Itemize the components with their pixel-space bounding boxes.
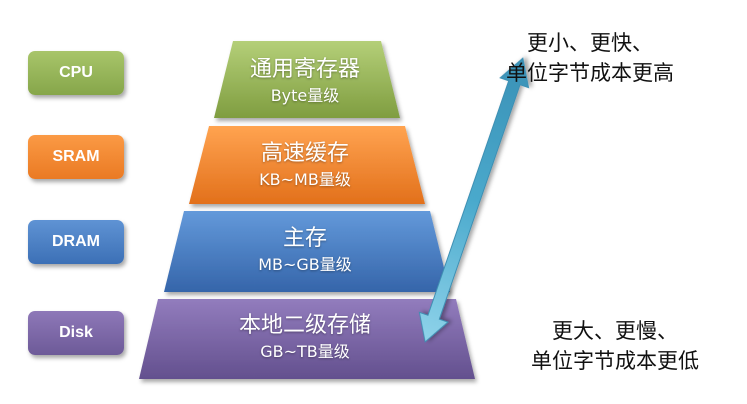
tier-cache: 高速缓存 KB~MB量级 xyxy=(205,141,405,190)
tier-disk-size: GB~TB量级 xyxy=(260,342,350,362)
note-bottom-line1: 更大、更慢、 xyxy=(552,319,678,343)
label-cpu: CPU xyxy=(28,51,124,95)
tier-disk-name: 本地二级存储 xyxy=(238,313,371,338)
tier-main-memory-size: MB~GB量级 xyxy=(258,255,352,275)
note-top: 更小、更快、 单位字节成本更高 xyxy=(470,28,710,88)
tier-cache-size: KB~MB量级 xyxy=(259,170,351,190)
note-top-line2: 单位字节成本更高 xyxy=(506,61,674,85)
label-dram: DRAM xyxy=(28,220,124,264)
label-sram: SRAM xyxy=(28,135,124,179)
tier-registers: 通用寄存器 Byte量级 xyxy=(225,57,385,106)
note-top-line1: 更小、更快、 xyxy=(527,31,653,55)
tier-registers-size: Byte量级 xyxy=(270,86,340,106)
tier-cache-shape xyxy=(189,126,425,204)
label-disk: Disk xyxy=(28,311,124,355)
tier-cache-name: 高速缓存 xyxy=(260,141,349,166)
note-bottom: 更大、更慢、 单位字节成本更低 xyxy=(490,316,740,376)
tier-main-memory: 主存 MB~GB量级 xyxy=(185,226,425,275)
tier-disk-shape xyxy=(139,299,475,379)
tier-main-memory-name: 主存 xyxy=(282,226,327,251)
double-arrow-icon xyxy=(418,57,530,343)
tier-disk: 本地二级存储 GB~TB量级 xyxy=(165,313,445,362)
note-bottom-line2: 单位字节成本更低 xyxy=(531,349,699,373)
tier-main-memory-shape xyxy=(164,211,450,292)
tier-registers-shape xyxy=(214,41,400,118)
tier-registers-name: 通用寄存器 xyxy=(249,57,360,82)
